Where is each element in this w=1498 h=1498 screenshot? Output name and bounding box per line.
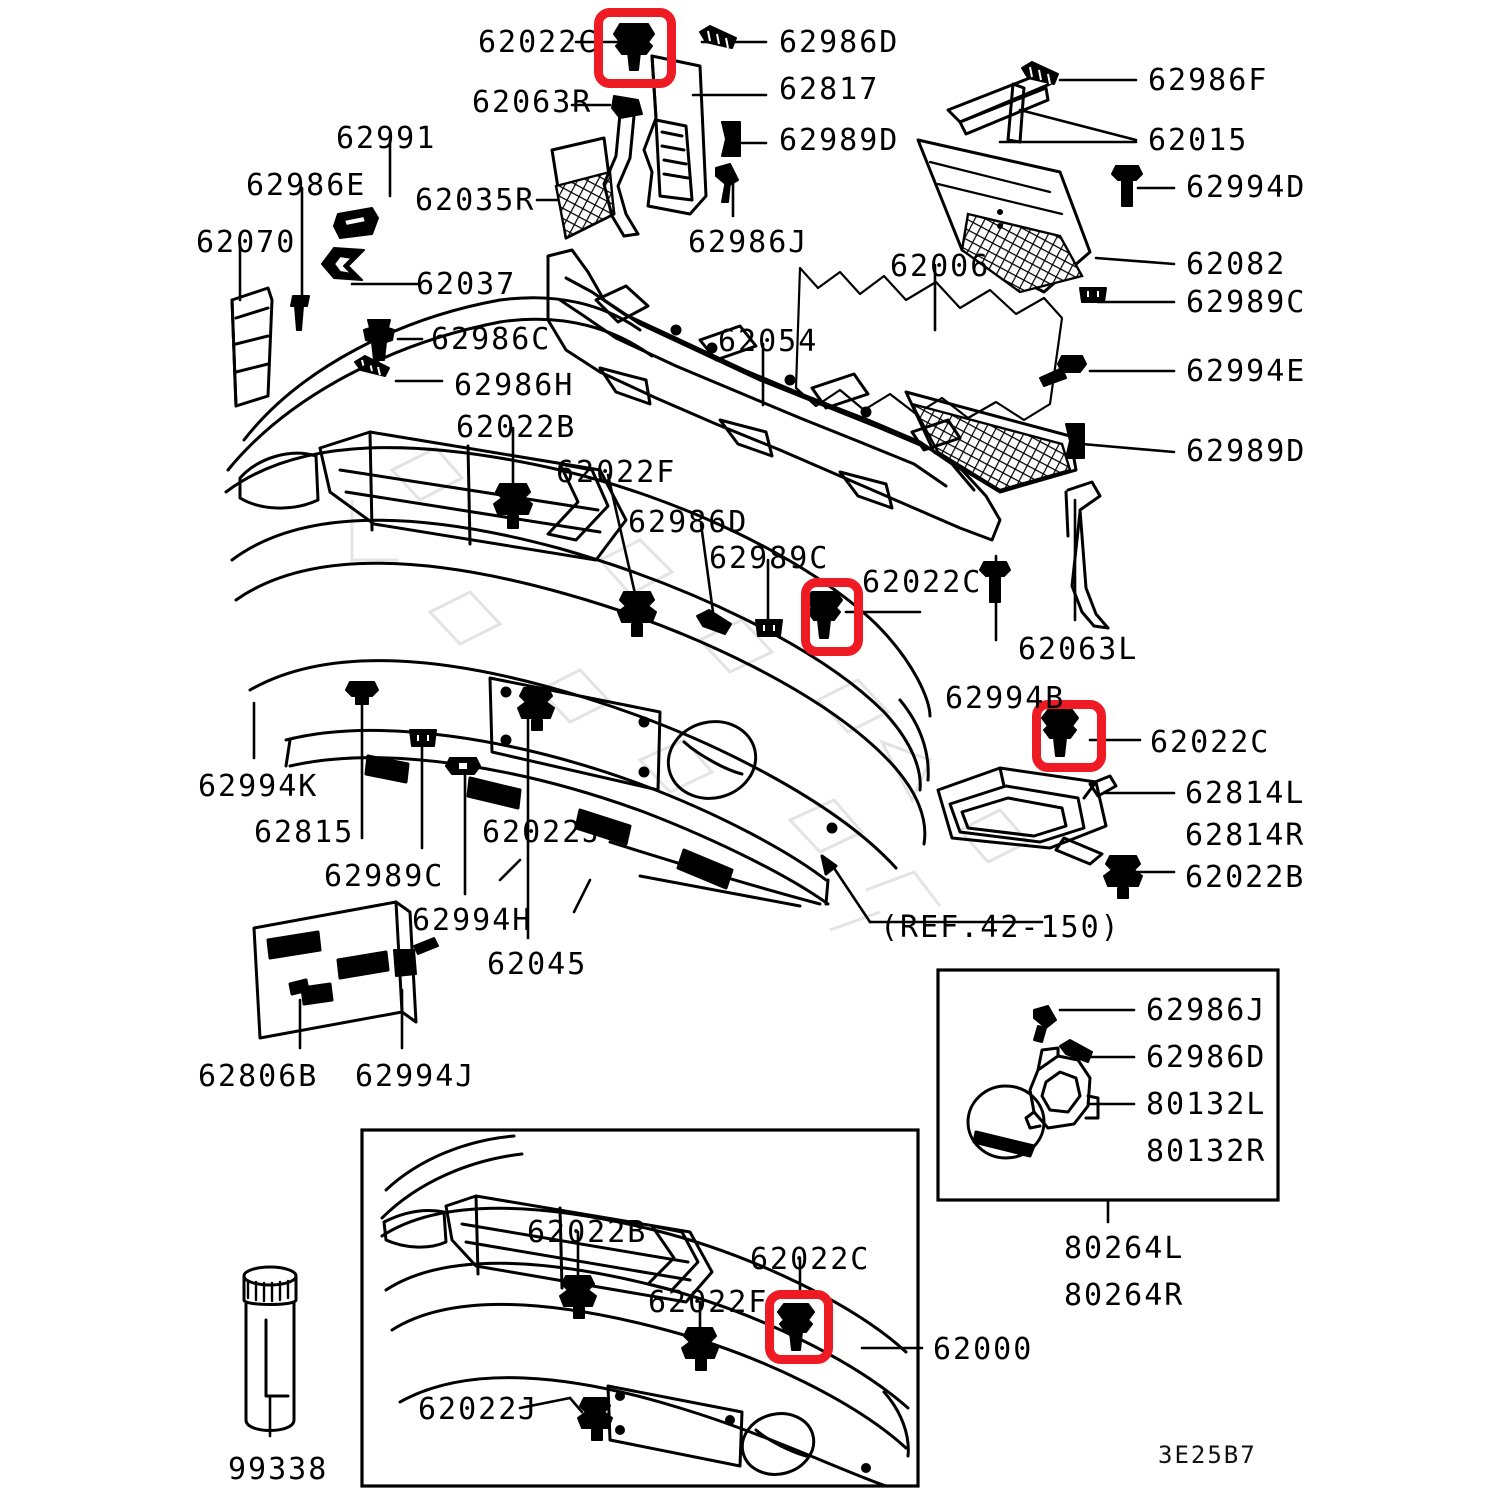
sheet-code: 3E25B7 <box>1158 1441 1257 1469</box>
part-label-62817: 62817 <box>779 72 880 107</box>
part-label-62806b: 62806B <box>198 1059 319 1094</box>
part-label-62022c-top: 62022C <box>478 25 599 60</box>
part-label-62022b-bottom: 62022B <box>527 1215 648 1250</box>
part-label-62986c: 62986C <box>431 322 552 357</box>
part-label-62986f: 62986F <box>1148 63 1269 98</box>
part-label-62063l: 62063L <box>1018 632 1139 667</box>
part-label-80264r: 80264R <box>1064 1278 1185 1313</box>
part-label-62022c-right: 62022C <box>1150 725 1271 760</box>
part-label-62991: 62991 <box>336 121 437 156</box>
part-label-62989c-bottom: 62989C <box>324 859 445 894</box>
part-label-62814r: 62814R <box>1185 818 1306 853</box>
part-label-62035r: 62035R <box>415 183 536 218</box>
highlight-62022c-top <box>594 8 676 88</box>
part-label-62006: 62006 <box>890 249 991 284</box>
part-label-62054: 62054 <box>718 324 819 359</box>
reference-note: (REF.42-150) <box>880 910 1121 945</box>
part-label-62986j-top: 62986J <box>688 225 809 260</box>
part-label-62994d: 62994D <box>1186 170 1307 205</box>
part-label-80132r: 80132R <box>1146 1134 1267 1169</box>
part-label-62986j-inset: 62986J <box>1146 993 1267 1028</box>
part-label-62022f-bottom: 62022F <box>648 1285 769 1320</box>
part-label-62022b-mid: 62022B <box>456 410 577 445</box>
part-label-62022c-mid: 62022C <box>862 565 983 600</box>
part-label-62986d-mid: 62986D <box>628 505 749 540</box>
part-label-62814l: 62814L <box>1185 776 1306 811</box>
part-label-62994j: 62994J <box>355 1059 476 1094</box>
highlight-62022c-mid <box>801 578 863 656</box>
part-label-62989d-top: 62989D <box>779 123 900 158</box>
highlight-62022c-right <box>1032 700 1106 772</box>
part-label-62022c-bottom: 62022C <box>750 1242 871 1277</box>
part-label-62989c-right: 62989C <box>1186 285 1307 320</box>
part-label-62986d-top: 62986D <box>779 25 900 60</box>
part-label-62994k: 62994K <box>198 769 319 804</box>
part-label-80132l: 80132L <box>1146 1087 1267 1122</box>
part-label-62022j-bottom: 62022J <box>418 1392 539 1427</box>
part-label-62070: 62070 <box>196 225 297 260</box>
part-label-62994b: 62994B <box>945 681 1066 716</box>
part-label-62000: 62000 <box>933 1332 1034 1367</box>
part-label-62022f-mid: 62022F <box>556 455 677 490</box>
part-label-62994h: 62994H <box>412 903 533 938</box>
part-label-80264l: 80264L <box>1064 1231 1185 1266</box>
part-label-62986e: 62986E <box>246 168 367 203</box>
part-label-62815: 62815 <box>254 815 355 850</box>
part-label-62063r: 62063R <box>472 85 593 120</box>
part-label-62045: 62045 <box>487 947 588 982</box>
part-label-62986d-inset: 62986D <box>1146 1040 1267 1075</box>
part-label-62022b-right: 62022B <box>1185 860 1306 895</box>
part-label-62082: 62082 <box>1186 247 1287 282</box>
part-label-62986h: 62986H <box>454 368 575 403</box>
part-label-62015: 62015 <box>1148 123 1249 158</box>
part-label-62989d-right: 62989D <box>1186 434 1307 469</box>
part-label-62022j-mid: 62022J <box>482 815 603 850</box>
part-label-99338: 99338 <box>228 1452 329 1487</box>
part-label-62994e: 62994E <box>1186 354 1307 389</box>
part-label-62037: 62037 <box>416 267 517 302</box>
part-label-62989c-mid: 62989C <box>709 541 830 576</box>
highlight-62022c-bottom <box>765 1290 833 1364</box>
